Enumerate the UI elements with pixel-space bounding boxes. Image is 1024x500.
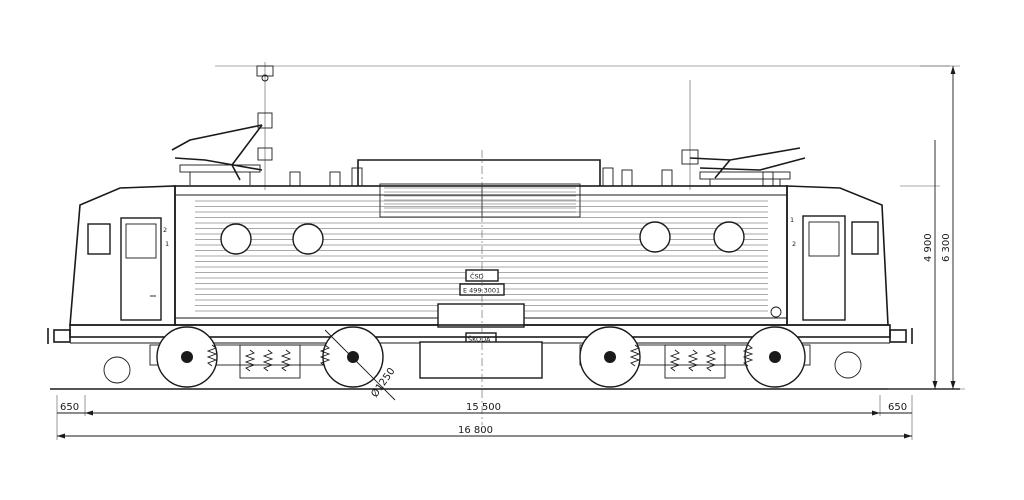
roof-raised-section <box>357 159 601 218</box>
dimension-overhang-left: 650 <box>60 402 79 413</box>
left-cab: 2 1 <box>87 217 169 321</box>
porthole-1 <box>220 223 252 255</box>
dimension-body-height: 4 900 <box>923 233 934 262</box>
right-cab: 1 2 <box>770 215 879 321</box>
svg-text:ČSD: ČSD <box>470 272 484 281</box>
dimension-bogie-span: 15 500 <box>466 402 501 413</box>
bogie-left <box>149 326 384 388</box>
locomotive-body <box>69 185 889 328</box>
pantograph-left <box>171 62 950 190</box>
cab-left-label-2: 2 <box>163 226 167 234</box>
end-wheels <box>103 351 862 384</box>
dimension-lines <box>56 65 965 440</box>
dimension-overall-length: 16 800 <box>458 425 493 436</box>
dimension-total-height: 6 300 <box>941 233 952 262</box>
svg-text:ŠKODA: ŠKODA <box>468 335 491 344</box>
dimension-overhang-right: 650 <box>888 402 907 413</box>
pantograph-right <box>681 80 806 190</box>
cab-right-label-2: 2 <box>792 240 796 248</box>
cab-left-label-1: 1 <box>165 240 169 248</box>
porthole-4 <box>713 221 745 253</box>
roof-equipment <box>289 167 774 187</box>
svg-text:E 499.3001: E 499.3001 <box>463 287 500 295</box>
porthole-3 <box>639 221 671 253</box>
bogie-right <box>579 326 811 388</box>
porthole-2 <box>292 223 324 255</box>
cab-right-label-1: 1 <box>790 216 794 224</box>
